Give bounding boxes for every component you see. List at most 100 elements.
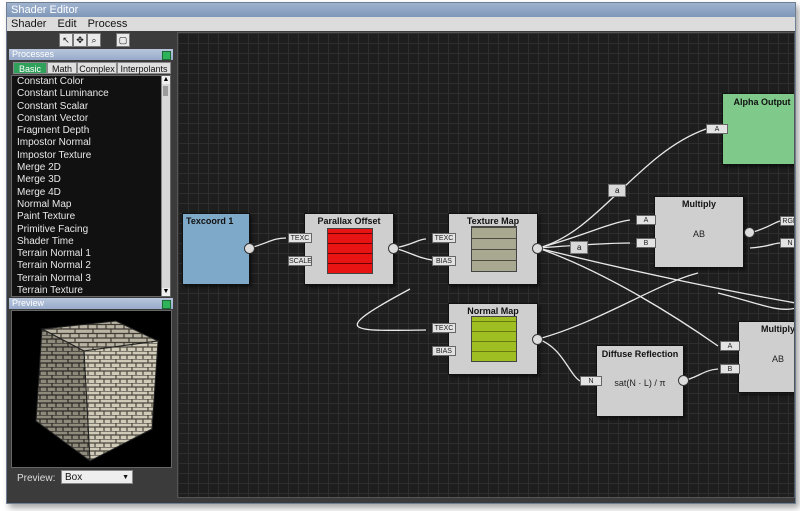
process-list-item[interactable]: Constant Scalar: [17, 100, 89, 112]
processes-title: Processes: [12, 49, 55, 59]
wire-normalmap-diffuse: [537, 338, 581, 382]
wire-texmap-offscreen: [537, 247, 794, 304]
node-normal-map[interactable]: Normal Map: [448, 303, 538, 375]
zoom-icon[interactable]: ⌕: [87, 33, 101, 47]
node-formula: sat(N · L) / π: [614, 378, 666, 388]
process-list-item[interactable]: Shader Time: [17, 235, 74, 247]
scroll-down-icon[interactable]: ▼: [162, 288, 170, 296]
node-title: Parallax Offset: [317, 216, 381, 226]
node-multiply[interactable]: Multiply AB: [654, 196, 744, 268]
output-port[interactable]: [678, 375, 689, 386]
preview-title: Preview: [12, 298, 45, 308]
process-list-item[interactable]: Constant Luminance: [17, 88, 109, 100]
preview-shape-select[interactable]: Box ▼: [61, 470, 133, 484]
node-diffuse-reflection[interactable]: Diffuse Reflection sat(N · L) / π: [596, 345, 684, 417]
input-port-a[interactable]: A: [720, 341, 740, 351]
wire-tag-a-1[interactable]: a: [608, 184, 627, 197]
input-port-rgb[interactable]: RGB: [780, 216, 794, 226]
input-port-bias[interactable]: BIAS: [432, 256, 456, 266]
node-texcoord-1[interactable]: Texcoord 1: [182, 213, 250, 285]
processes-header: Processes: [9, 49, 173, 60]
stone-cube-preview: [35, 320, 160, 463]
tab-complex[interactable]: Complex: [77, 62, 117, 74]
node-title: Multiply: [682, 199, 716, 209]
input-port-texc[interactable]: TEXC: [432, 323, 456, 333]
process-list-item[interactable]: Merge 3D: [17, 174, 61, 186]
process-list-item[interactable]: Impostor Texture: [17, 149, 92, 161]
node-title: Diffuse Reflection: [601, 349, 679, 359]
process-list-item[interactable]: Constant Vector: [17, 112, 89, 124]
process-list-scrollbar[interactable]: ▲ ▼: [161, 76, 170, 296]
process-list-item[interactable]: Terrain Normal 2: [17, 260, 91, 272]
output-port[interactable]: [532, 243, 543, 254]
select-arrow-icon[interactable]: ↖: [59, 33, 73, 47]
process-list-item[interactable]: Merge 4D: [17, 186, 61, 198]
node-parallax-offset[interactable]: Parallax Offset: [304, 213, 394, 285]
input-port-a[interactable]: A: [636, 215, 656, 225]
output-port[interactable]: [388, 243, 399, 254]
node-title: Multiply: [761, 324, 795, 334]
input-port-texc[interactable]: TEXC: [432, 233, 456, 243]
process-list-item[interactable]: Terrain Normal 3: [17, 272, 91, 284]
move-icon[interactable]: ✥: [73, 33, 87, 47]
tab-basic[interactable]: Basic: [13, 62, 47, 74]
output-port[interactable]: [244, 243, 255, 254]
preview-select-value: Box: [65, 472, 83, 483]
output-port[interactable]: [744, 227, 755, 238]
process-list-item[interactable]: Normal Map: [17, 198, 72, 210]
node-title: Texture Map: [466, 216, 520, 226]
process-list-item[interactable]: Impostor Normal: [17, 137, 91, 149]
node-texture-map[interactable]: Texture Map: [448, 213, 538, 285]
chevron-down-icon: ▼: [122, 474, 129, 481]
wire-texmap-mult-a: [537, 219, 631, 249]
stone-texture-thumbnail: [471, 226, 517, 272]
pin-icon[interactable]: [162, 51, 171, 60]
node-formula: AB: [771, 354, 784, 364]
input-port-n[interactable]: N: [580, 376, 602, 386]
menu-edit[interactable]: Edit: [57, 18, 77, 30]
input-port-b[interactable]: B: [636, 238, 656, 248]
output-port[interactable]: [532, 334, 543, 345]
wire-texmap-mult-b: [537, 242, 631, 249]
frame-icon[interactable]: ▢: [116, 33, 130, 47]
preview-viewport[interactable]: [11, 310, 172, 468]
wire-loop-normalmap: [356, 288, 427, 332]
menu-process[interactable]: Process: [87, 18, 128, 30]
connection-wires: [249, 128, 794, 382]
input-port-texc[interactable]: TEXC: [288, 233, 312, 243]
node-graph-canvas[interactable]: a a Texcoord 1 Parallax Offset TEXC SCAL…: [177, 32, 795, 498]
scroll-up-icon[interactable]: ▲: [162, 76, 170, 84]
menu-shader[interactable]: Shader: [11, 18, 47, 30]
scroll-thumb[interactable]: [163, 86, 168, 96]
normal-texture-thumbnail: [471, 316, 517, 362]
process-list-item[interactable]: Paint Texture: [17, 211, 76, 223]
input-port-bias[interactable]: BIAS: [432, 346, 456, 356]
wire-mult-n: [749, 242, 781, 249]
node-title: Normal Map: [467, 306, 519, 316]
input-port-scale[interactable]: SCALE: [288, 256, 312, 266]
process-list-item[interactable]: Terrain Texture: [17, 285, 83, 297]
tab-math[interactable]: Math: [47, 62, 77, 74]
input-port-n[interactable]: N: [780, 238, 794, 248]
pin-icon[interactable]: [162, 300, 171, 309]
wire-tag-a-2[interactable]: a: [570, 241, 589, 254]
node-alpha-output[interactable]: Alpha Output: [722, 93, 794, 165]
process-list-item[interactable]: Terrain Normal 1: [17, 248, 91, 260]
wire-offscreen-2: [717, 292, 794, 310]
process-list-item[interactable]: Constant Color: [17, 76, 84, 87]
preview-label: Preview:: [17, 473, 56, 484]
tab-interpolants[interactable]: Interpolants: [117, 62, 171, 74]
input-port-a[interactable]: A: [706, 124, 728, 134]
process-list-item[interactable]: Fragment Depth: [17, 125, 90, 137]
shader-editor-window: Shader Editor Shader Edit Process ↖ ✥ ⌕ …: [6, 2, 796, 504]
process-list-item[interactable]: Merge 2D: [17, 162, 61, 174]
process-tabs: Basic Math Complex Interpolants: [11, 62, 171, 74]
menu-bar: Shader Edit Process: [7, 17, 795, 31]
input-port-b[interactable]: B: [720, 364, 740, 374]
wire-texmap-mult2-a: [537, 247, 719, 347]
process-list-item[interactable]: Primitive Facing: [17, 223, 89, 235]
node-multiply-2[interactable]: Multiply AB: [738, 321, 795, 393]
node-title: Alpha Output: [733, 97, 791, 107]
red-texture-thumbnail: [327, 228, 373, 274]
